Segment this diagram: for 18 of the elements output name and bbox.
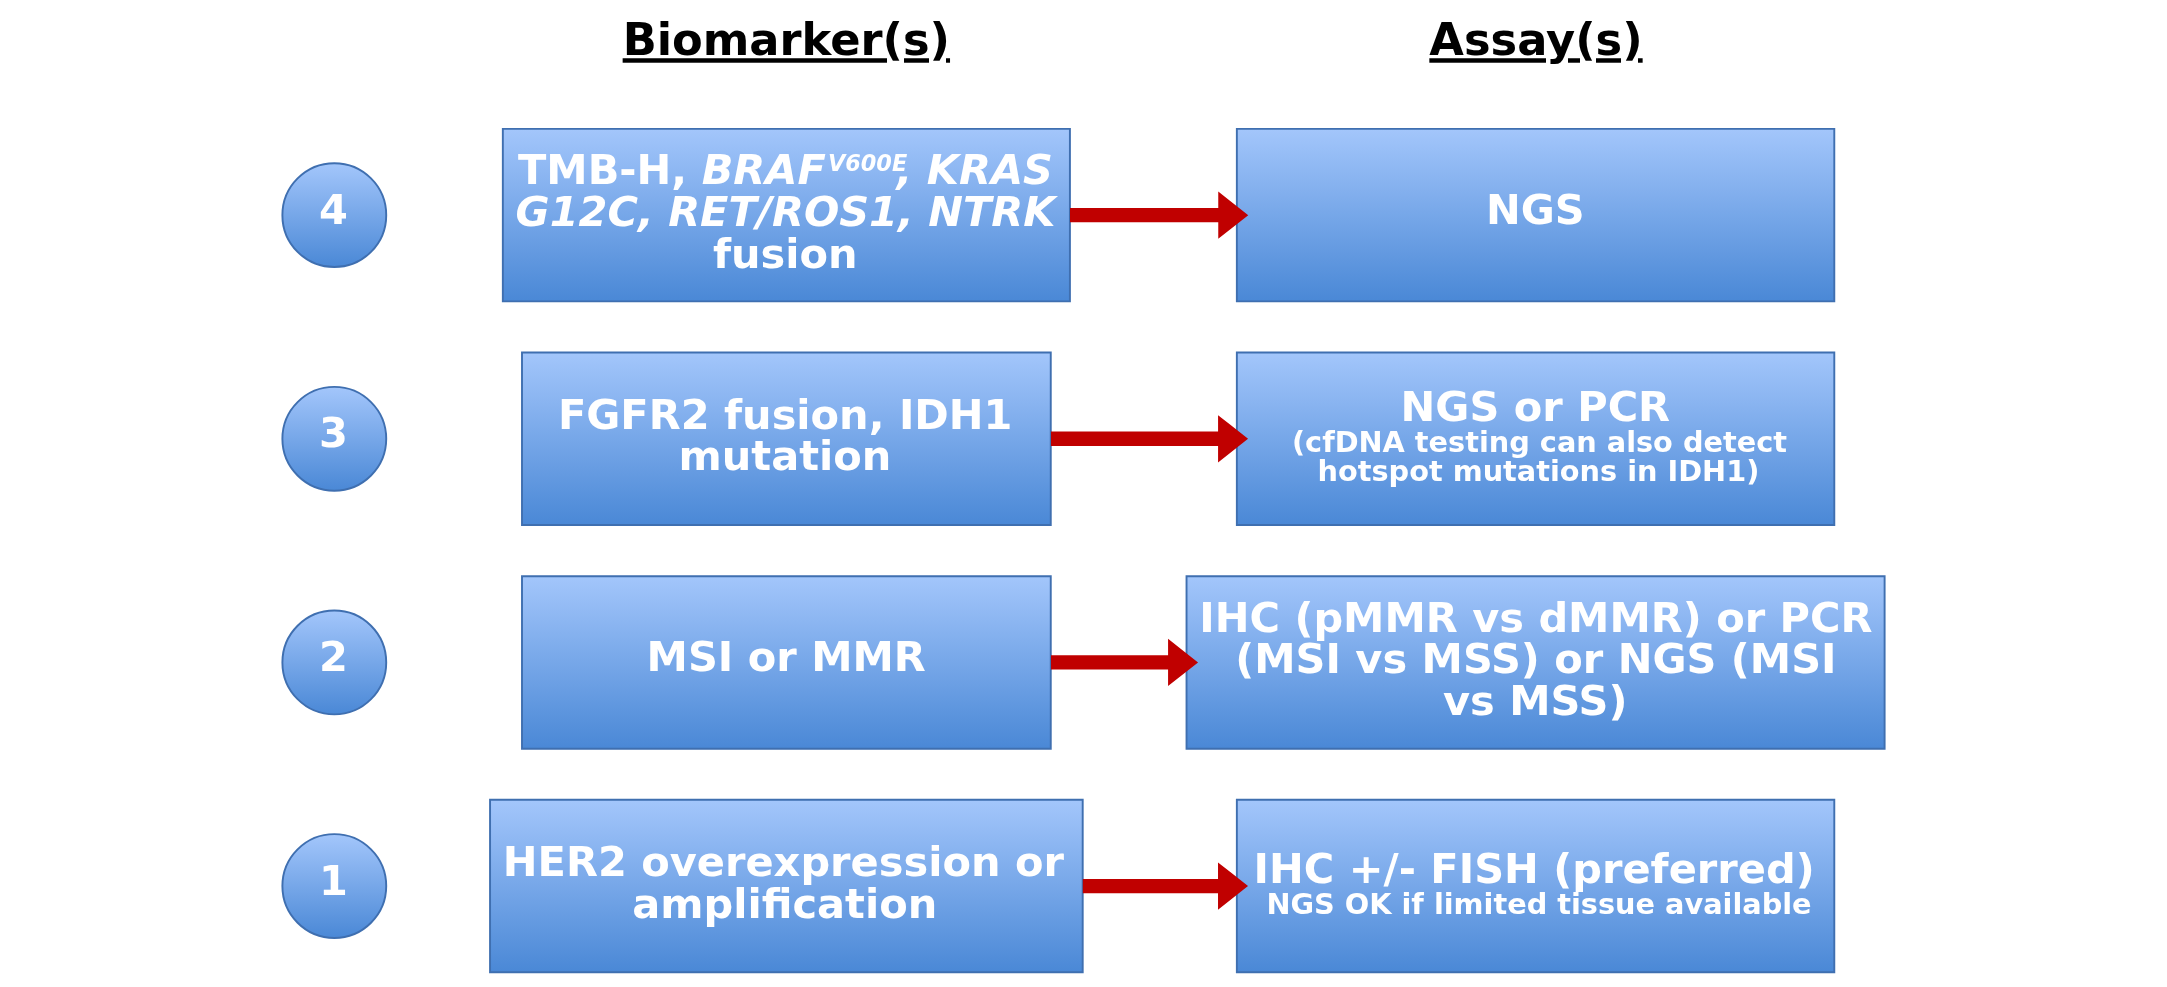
node-box: NGS — [1235, 127, 1836, 303]
node-circle: 2 — [281, 609, 388, 716]
label: Biomarker(s) — [622, 13, 951, 67]
node-box: HER2 overexpression or amplification — [489, 798, 1084, 974]
node-box: MSI or MMR — [521, 575, 1052, 750]
node-box: FGFR2 fusion, IDH1 mutation — [521, 351, 1052, 526]
node-box: NGS or PCR (cfDNA testing can also detect hotspot mutations in IDH1) — [1235, 351, 1836, 526]
node-box: TMB-H, BRAF$^{V600E}$, KRAS G12C, RET/ROS1, NTRK fusion — [501, 127, 1071, 303]
node-circle: 4 — [281, 162, 388, 268]
arrow — [1082, 862, 1248, 910]
arrow — [1070, 191, 1249, 239]
node-circle: 3 — [281, 385, 388, 492]
arrow — [1051, 415, 1249, 463]
arrow — [1051, 638, 1199, 687]
node-circle: 1 — [281, 833, 388, 939]
node-box: IHC (pMMR vs dMMR) or PCR (MSI vs MSS) or NGS (MSI vs MSS) — [1185, 575, 1886, 750]
node-box: IHC +/- FISH (preferred) NGS OK if limited tissue available — [1235, 798, 1836, 974]
label: Assay(s) — [1429, 13, 1643, 67]
